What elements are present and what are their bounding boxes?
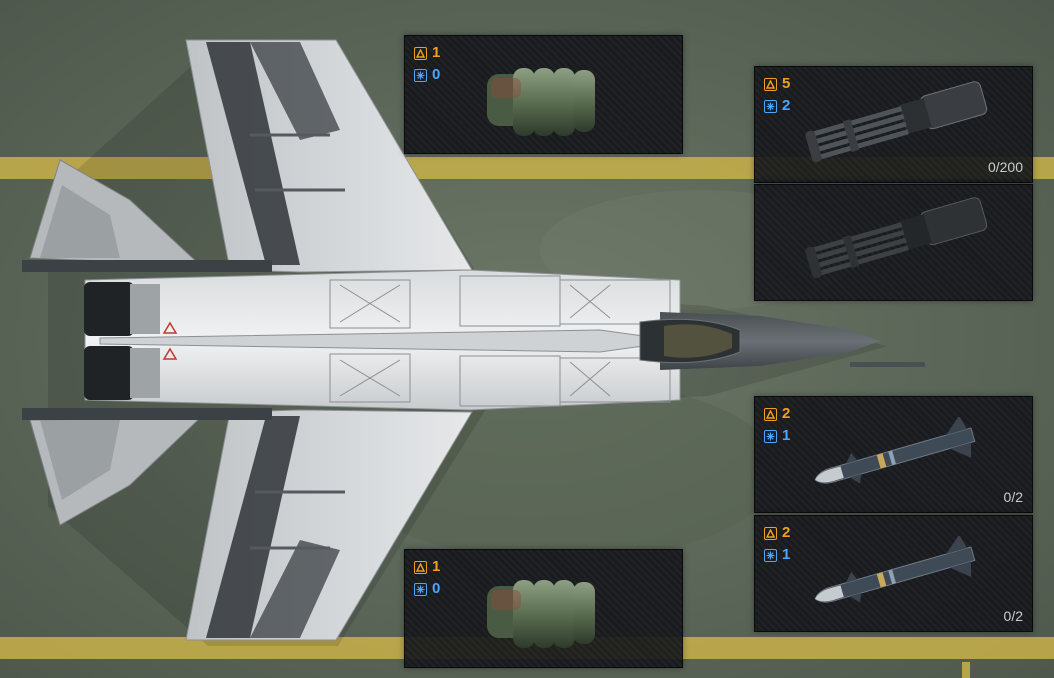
snowflake-icon [764,548,777,562]
aircraft [22,39,925,646]
ammo-count: 0/2 [1003,489,1023,505]
heat-stat: 2 [764,525,790,541]
heat-value: 5 [782,75,791,92]
cold-stat: 1 [764,428,790,444]
slot-missile-1[interactable]: 2 1 0/2 [754,396,1033,513]
slot-gun-1[interactable]: 5 2 0/200 [754,66,1033,183]
cold-stat: 0 [414,581,440,597]
heat-icon [414,46,427,60]
gatling-gun-icon [805,81,988,163]
cold-stat: 2 [764,98,790,114]
heat-icon [764,77,777,91]
gatling-gun-icon [805,197,988,279]
cold-stat: 0 [414,67,440,83]
snowflake-icon [764,99,777,113]
heat-value: 1 [432,558,441,575]
ammo-count: 0/2 [1003,608,1023,624]
slot-armor-bottom[interactable]: 1 0 [404,549,683,668]
cold-stat: 1 [764,547,790,563]
armor-plate-icon [487,580,595,648]
snowflake-icon [414,582,427,596]
heat-stat: 1 [414,559,440,575]
heat-value: 1 [432,44,441,61]
heat-icon [764,407,777,421]
armor-plate-icon [487,68,595,136]
heat-icon [764,526,777,540]
slot-missile-2[interactable]: 2 1 0/2 [754,515,1033,632]
cold-value: 2 [782,97,791,114]
cold-value: 0 [432,66,441,83]
missile-icon [814,536,976,603]
heat-icon [414,560,427,574]
heat-stat: 5 [764,76,790,92]
heat-stat: 1 [414,45,440,61]
snowflake-icon [764,429,777,443]
ammo-count: 0/200 [987,159,1023,175]
slot-gun-2[interactable] [754,184,1033,301]
cold-value: 0 [432,580,441,597]
cold-value: 1 [782,546,791,563]
slot-armor-top[interactable]: 1 0 [404,35,683,154]
snowflake-icon [414,68,427,82]
cold-value: 1 [782,427,791,444]
heat-stat: 2 [764,406,790,422]
heat-value: 2 [782,524,791,541]
engine-bottom [84,346,134,400]
engine-top [84,282,134,336]
missile-icon [814,417,976,484]
heat-value: 2 [782,405,791,422]
